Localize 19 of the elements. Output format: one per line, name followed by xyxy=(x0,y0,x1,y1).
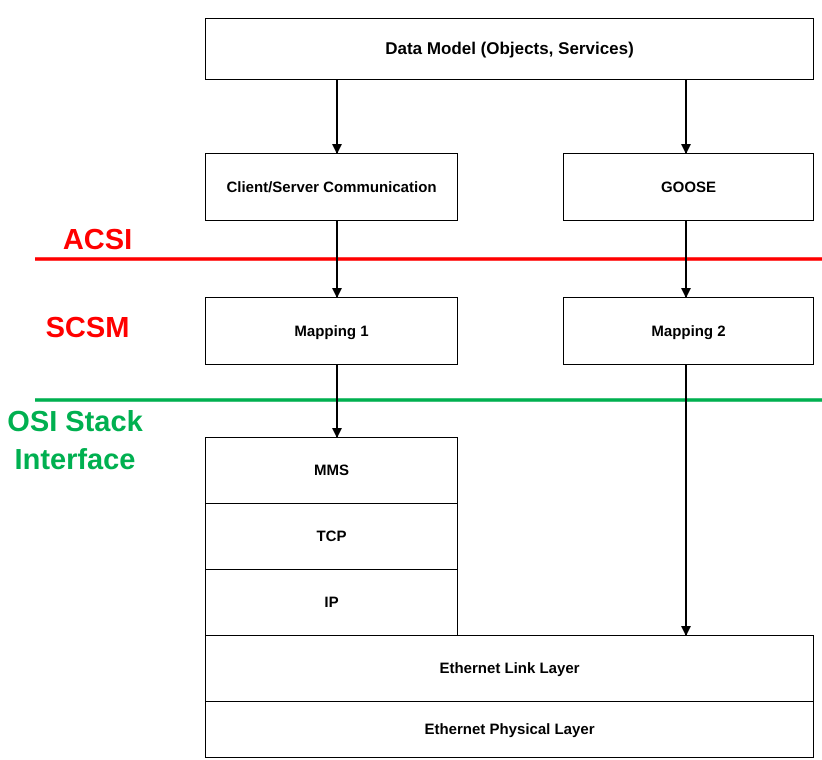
layer-box: Data Model (Objects, Services) xyxy=(205,18,814,80)
layer-box: Client/Server Communication xyxy=(205,153,458,221)
layer-box: TCP xyxy=(205,503,458,570)
layer-label: ACSI xyxy=(62,223,134,258)
layer-box: Mapping 2 xyxy=(563,297,814,365)
arrow xyxy=(332,365,342,438)
layer-box: MMS xyxy=(205,437,458,504)
arrow xyxy=(332,221,342,298)
layer-label: OSI Stack Interface xyxy=(6,405,144,478)
arrow xyxy=(681,365,691,636)
layer-label: SCSM xyxy=(44,311,130,346)
layer-box: IP xyxy=(205,569,458,636)
layer-box: GOOSE xyxy=(563,153,814,221)
layer-box: Ethernet Physical Layer xyxy=(205,701,814,758)
arrow xyxy=(681,221,691,298)
arrow xyxy=(332,80,342,154)
layer-box: Mapping 1 xyxy=(205,297,458,365)
arrow xyxy=(681,80,691,154)
layer-box: Ethernet Link Layer xyxy=(205,635,814,702)
